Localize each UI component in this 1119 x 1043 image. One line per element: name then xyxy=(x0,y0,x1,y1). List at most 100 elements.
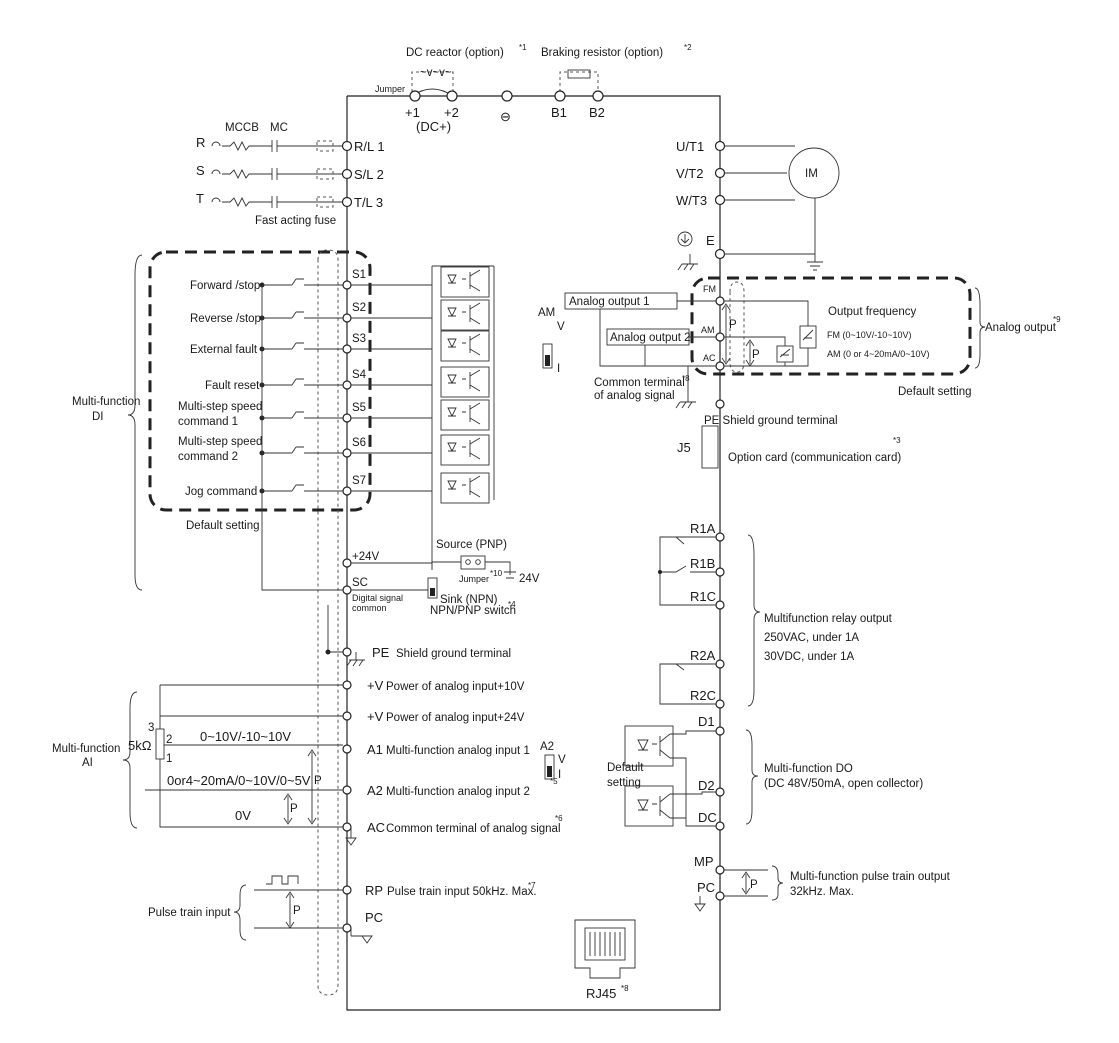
common-terminal-2: of analog signal xyxy=(594,390,675,402)
power-input: MCCB MC R S T R/L 1 S/L 2 T/L 3 Fast act… xyxy=(196,122,385,227)
terminal-j5: J5 xyxy=(677,440,691,455)
terminal-minus: ⊖ xyxy=(500,109,511,124)
motor-label: IM xyxy=(805,168,818,180)
terminal-ac: AC xyxy=(703,353,716,363)
mccb-label: MCCB xyxy=(225,122,259,134)
ai-note: *5 xyxy=(550,777,558,786)
option-card-note: *3 xyxy=(893,436,901,445)
optocoupler xyxy=(440,472,490,504)
pot-value: 5kΩ xyxy=(128,738,152,753)
terminal-dc-plus: (DC+) xyxy=(416,119,451,134)
terminal-am: AM xyxy=(701,325,715,335)
relay-label-3: 30VDC, under 1A xyxy=(764,651,854,663)
optocoupler-1 xyxy=(624,725,674,767)
optocoupler-2 xyxy=(624,785,674,827)
di-terminal: S2 xyxy=(352,302,366,314)
phase-t: T xyxy=(196,191,204,206)
shield-cable-left xyxy=(317,249,339,996)
pot-pin2: 2 xyxy=(166,734,172,746)
v24-label: 24V xyxy=(519,573,540,585)
terminal-rl1: R/L 1 xyxy=(354,139,385,154)
terminal-wt3: W/T3 xyxy=(676,193,707,208)
range-a2: 0or4~20mA/0~10V/0~5V xyxy=(167,773,311,788)
di-row: Reverse /stop S2 xyxy=(190,299,490,331)
optocoupler xyxy=(440,266,490,298)
di-group-label-2: DI xyxy=(92,411,104,423)
pe-shield: PE Shield ground terminal xyxy=(325,605,511,667)
dc-reactor-note: *1 xyxy=(519,43,527,52)
terminal-r1a: R1A xyxy=(690,521,716,536)
right-terminals: PE Shield ground terminal J5 Option card… xyxy=(607,399,951,912)
ao-p-2: P xyxy=(752,349,760,361)
optocoupler xyxy=(440,434,490,466)
optocoupler xyxy=(440,399,490,431)
pe-label: PE xyxy=(372,645,390,660)
terminal-vt2: V/T2 xyxy=(676,166,703,181)
ai-text: Multi-function analog input 2 xyxy=(386,786,530,798)
terminal-ut1: U/T1 xyxy=(676,139,704,154)
relay-label-2: 250VAC, under 1A xyxy=(764,632,859,644)
ao-p-1: P xyxy=(729,319,737,331)
braking-resistor-label: Braking resistor (option) xyxy=(541,47,663,59)
terminal-e: E xyxy=(706,233,715,248)
pulse-train-input: Pulse train input P RP Pulse train input… xyxy=(148,875,537,944)
ai-terminal: A2 xyxy=(367,783,383,798)
a2-i: I xyxy=(558,769,561,781)
terminal-dc: DC xyxy=(698,810,717,825)
ai-p-2: P xyxy=(290,803,298,815)
a2-switch-label: A2 xyxy=(540,741,554,753)
di-terminal: S6 xyxy=(352,437,366,449)
terminal-mp: MP xyxy=(694,854,714,869)
phase-s: S xyxy=(196,163,205,178)
ai-text: Power of analog input+24V xyxy=(386,712,525,724)
di-label: Fault reset xyxy=(205,380,260,392)
right-pe-text: PE Shield ground terminal xyxy=(704,415,838,427)
jumper-label: Jumper xyxy=(375,84,405,94)
terminal-fm: FM xyxy=(703,284,716,294)
common-terminal-note: *8 xyxy=(682,374,690,383)
ai-note: *6 xyxy=(555,814,563,823)
rj45-note: *8 xyxy=(621,984,629,993)
pulse-out-label-1: Multi-function pulse train output xyxy=(790,871,951,883)
am-range: AM (0 or 4~20mA/0~10V) xyxy=(827,349,930,359)
di-terminal: S5 xyxy=(352,402,366,414)
terminal-plus2: +2 xyxy=(444,105,459,120)
terminal-pc-out: PC xyxy=(697,880,715,895)
terminal-r1b: R1B xyxy=(690,556,715,571)
sc-desc-2: common xyxy=(352,603,387,613)
di-label: Multi-step speed xyxy=(178,436,262,448)
motor-icon xyxy=(788,147,840,199)
relay-label-1: Multifunction relay output xyxy=(764,613,893,625)
npn-pnp-switch-label: NPN/PNP switch xyxy=(430,605,516,617)
terminal-r1c: R1C xyxy=(690,589,716,604)
zero-v: 0V xyxy=(235,808,251,823)
di-label: Reverse /stop xyxy=(190,313,261,325)
dc-reactor-label: DC reactor (option) xyxy=(406,47,504,59)
ai-text: Common terminal of analog signal xyxy=(386,823,561,835)
ao-default-setting: Default setting xyxy=(898,386,972,398)
pulse-in-label: Pulse train input xyxy=(148,907,231,919)
ai-text: Power of analog input+10V xyxy=(386,681,525,693)
di-group-label-1: Multi-function xyxy=(72,396,140,408)
switch-note: *4 xyxy=(508,600,516,609)
rp-note: *7 xyxy=(528,881,536,890)
p24v-label: +24V xyxy=(352,551,380,563)
potentiometer-icon xyxy=(155,728,165,760)
reactor-coil-icon: ~v~v~ xyxy=(420,67,452,79)
terminal-b1: B1 xyxy=(551,105,567,120)
analog-output-1: Analog output 1 xyxy=(569,296,650,308)
terminal-r2a: R2A xyxy=(690,648,716,663)
di-label: Forward /stop xyxy=(190,280,260,292)
pulse-out-p: P xyxy=(750,879,758,891)
terminal-d2: D2 xyxy=(698,778,715,793)
ai-text: Multi-function analog input 1 xyxy=(386,745,530,757)
earth-icon xyxy=(677,231,693,247)
am-v: V xyxy=(557,321,565,333)
